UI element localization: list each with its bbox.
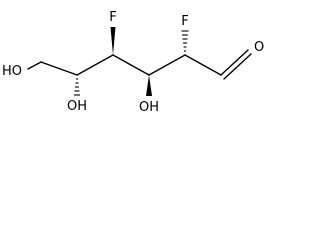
bond-c1-o1-b <box>223 53 252 80</box>
bond-c3-c2 <box>148 54 186 76</box>
bond-c2-c1 <box>184 54 222 76</box>
bond-c6-c5 <box>40 61 78 76</box>
bond-c4-c3 <box>112 54 150 76</box>
wedge-bond-c3-oh <box>146 75 152 96</box>
hash-bond-c2-f <box>181 30 189 52</box>
atom-label-f-c4: F <box>109 10 116 25</box>
bond-c6-o6 <box>27 61 42 70</box>
atom-label-o-aldehyde: O <box>254 40 264 55</box>
atom-label-oh-c3: OH <box>139 100 159 115</box>
hash-bond-c5-oh <box>74 78 80 96</box>
structure-canvas: O F F OH OH HO <box>0 0 268 118</box>
bond-c5-c4 <box>76 54 114 76</box>
atom-label-oh-c5: OH <box>67 99 87 114</box>
atom-label-oh-c6: HO <box>2 64 22 79</box>
molecule-drawing: O F F OH OH HO <box>2 10 264 115</box>
atom-label-f-c2: F <box>181 14 188 29</box>
wedge-bond-c4-f <box>110 27 116 55</box>
bond-c1-o1-a <box>220 49 249 76</box>
